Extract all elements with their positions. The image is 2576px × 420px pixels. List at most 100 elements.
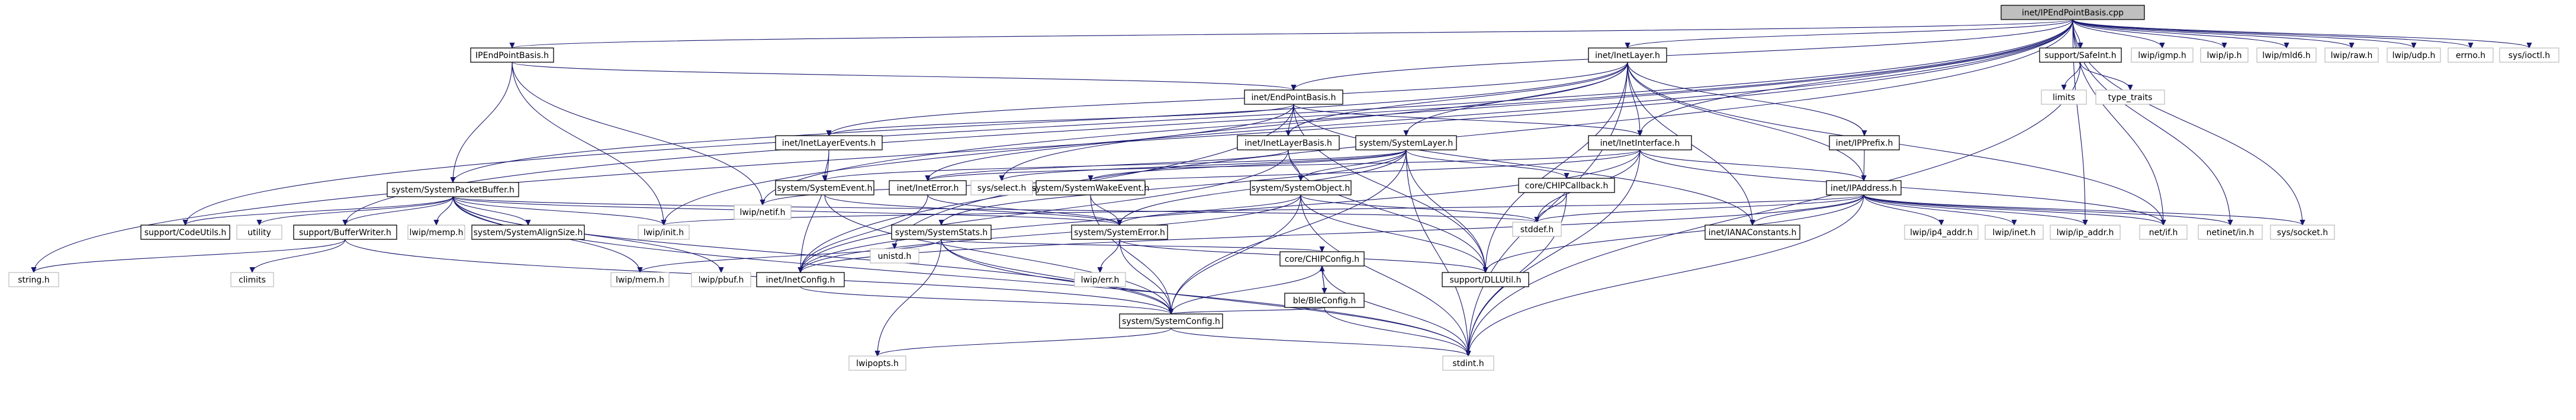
node-label: errno.h — [2456, 51, 2485, 60]
node-box — [2198, 225, 2263, 240]
edge-sys_pbuf-to-stddef — [452, 196, 1537, 222]
node-box — [2448, 47, 2494, 63]
edge-inet_layer-to-dlutil — [1485, 62, 1628, 272]
node-box — [1518, 178, 1615, 193]
node-ipprefix[interactable]: inet/IPPrefix.h — [1829, 135, 1900, 150]
node-label: climits — [239, 275, 266, 285]
node-sys-pbuf[interactable]: system/SystemPacketBuffer.h — [387, 182, 519, 197]
node-sys-error[interactable]: system/SystemError.h — [1071, 225, 1168, 240]
node-netif: lwip/netif.h — [734, 204, 792, 220]
node-type-traits: type_traits — [2095, 89, 2165, 105]
node-inet-epb[interactable]: inet/EndPointBasis.h — [1244, 89, 1343, 105]
edge-ipaddr-to-ianaconst — [1752, 194, 1864, 225]
edge-sys_object-to-stdint — [1300, 194, 1468, 356]
node-lwip-inet: lwip/inet.h — [1985, 225, 2044, 240]
edge-inet_layer-to-sys_pbuf — [453, 62, 1628, 182]
node-box — [387, 182, 519, 197]
node-inet-error[interactable]: inet/InetError.h — [889, 180, 967, 195]
node-label: netinet/in.h — [2207, 228, 2255, 238]
edge-root-to-mld6 — [2072, 19, 2286, 48]
edge-sys_stats-to-chip_config — [941, 239, 1322, 252]
node-bufwriter[interactable]: support/BufferWriter.h — [293, 225, 397, 240]
node-ipaddr[interactable]: inet/IPAddress.h — [1826, 180, 1902, 195]
edge-root-to-string_h — [34, 19, 2073, 272]
node-dlutil[interactable]: support/DLLUtil.h — [1442, 272, 1529, 287]
node-root[interactable]: inet/IPEndPointBasis.cpp — [2001, 5, 2145, 20]
node-system-layer[interactable]: system/SystemLayer.h — [1355, 135, 1457, 150]
edge-root-to-ipepb_h — [512, 19, 2073, 48]
node-chip-cb[interactable]: core/CHIPCallback.h — [1518, 178, 1615, 193]
node-box — [889, 180, 967, 195]
node-layer: inet/IPEndPointBasis.cppIPEndPointBasis.… — [8, 5, 2559, 371]
node-label: inet/InetLayer.h — [1595, 51, 1660, 60]
node-string-h: string.h — [8, 272, 59, 287]
node-safeint[interactable]: support/SafeInt.h — [2039, 47, 2122, 63]
node-chip-config[interactable]: core/CHIPConfig.h — [1279, 251, 1365, 267]
node-label: inet/IPEndPointBasis.cpp — [2022, 8, 2124, 18]
node-sys-event[interactable]: system/SystemEvent.h — [775, 180, 874, 195]
edge-inet_epb-to-inet_error — [928, 104, 1294, 181]
node-inet-layer[interactable]: inet/InetLayer.h — [1588, 47, 1667, 63]
node-box — [293, 225, 397, 240]
node-box — [1705, 225, 1800, 240]
node-ipepb-h[interactable]: IPEndPointBasis.h — [470, 47, 554, 63]
edge-inet_layerbasis-to-inet_config — [800, 149, 1289, 272]
node-box — [1512, 222, 1562, 237]
node-label: lwip/ip.h — [2207, 51, 2242, 60]
edge-inet_layer-to-inet_iface — [1627, 62, 1640, 136]
edge-ipaddr-to-lwip_inet — [1863, 194, 2014, 225]
edge-inet_epb-to-ianaconst — [1293, 104, 1752, 225]
edge-sys_config-to-stdint — [1170, 328, 1468, 356]
node-label: lwip/memp.h — [410, 228, 464, 238]
node-net-if: net/if.h — [2139, 225, 2188, 240]
node-sys-stats[interactable]: system/SystemStats.h — [891, 225, 992, 240]
node-sys-wake[interactable]: system/SystemWakeEvent.h — [1032, 180, 1150, 195]
node-codeutils[interactable]: support/CodeUtils.h — [140, 225, 230, 240]
node-inet-layerbasis[interactable]: inet/InetLayerBasis.h — [1237, 135, 1340, 150]
edge-sys_pbuf-to-utility — [259, 196, 454, 225]
node-sys-config[interactable]: system/SystemConfig.h — [1119, 313, 1223, 329]
node-label: type_traits — [2108, 93, 2153, 102]
node-raw: lwip/raw.h — [2324, 47, 2379, 63]
edge-system_layer-to-sys_config — [1171, 149, 1407, 314]
edge-sys_pbuf-to-stdint — [452, 196, 1468, 356]
edge-root-to-unistd — [895, 19, 2073, 249]
edge-sys_pbuf-to-memp — [436, 196, 454, 225]
node-inet-config[interactable]: inet/InetConfig.h — [756, 272, 845, 287]
node-ipaddr-h: lwip/ip_addr.h — [2050, 225, 2121, 240]
node-label: system/SystemError.h — [1074, 228, 1165, 238]
node-lwip-mem: lwip/mem.h — [610, 272, 670, 287]
node-label: system/SystemConfig.h — [1122, 317, 1220, 326]
edge-sys_pbuf-to-codeutils — [185, 196, 454, 225]
edge-inet_error-to-inet_config — [800, 194, 928, 272]
node-box — [775, 180, 874, 195]
edge-chip_cb-to-stddef — [1537, 192, 1567, 222]
edge-inet_layer-to-system_layer — [1406, 62, 1628, 136]
node-alignsize[interactable]: system/SystemAlignSize.h — [471, 225, 585, 240]
edge-inet_layer-to-ipaddr — [1627, 62, 1864, 181]
node-box — [970, 180, 1033, 195]
node-label: core/CHIPConfig.h — [1285, 255, 1359, 264]
node-sys-object[interactable]: system/SystemObject.h — [1250, 180, 1352, 195]
node-label: lwip/mem.h — [616, 275, 664, 285]
edge-inet_iface-to-stdint — [1468, 149, 1641, 356]
node-box — [2387, 47, 2441, 63]
node-box — [1119, 313, 1223, 329]
edge-safeint-to-type_traits — [2080, 62, 2130, 90]
edge-inet_iface-to-ipaddr — [1639, 149, 1864, 181]
node-utility: utility — [236, 225, 282, 240]
node-iplayer-events[interactable]: inet/InetLayerEvents.h — [775, 135, 883, 150]
node-ble-config[interactable]: ble/BleConfig.h — [1284, 293, 1365, 308]
edge-system_layer-to-sys_event — [825, 149, 1407, 181]
node-label: sys/socket.h — [2277, 228, 2328, 238]
node-box — [236, 225, 282, 240]
node-box — [2039, 47, 2122, 63]
node-inet-iface[interactable]: inet/InetInterface.h — [1588, 135, 1692, 150]
node-box — [1985, 225, 2044, 240]
edge-root-to-raw — [2072, 19, 2352, 48]
node-ianaconst[interactable]: inet/IANAConstants.h — [1705, 225, 1800, 240]
edge-sys_pbuf-to-lwip_init — [452, 196, 664, 225]
node-label: lwip/ip4_addr.h — [1910, 228, 1973, 238]
node-stddef: stddef.h — [1512, 222, 1562, 237]
edge-system_layer-to-chip_cb — [1406, 149, 1567, 178]
